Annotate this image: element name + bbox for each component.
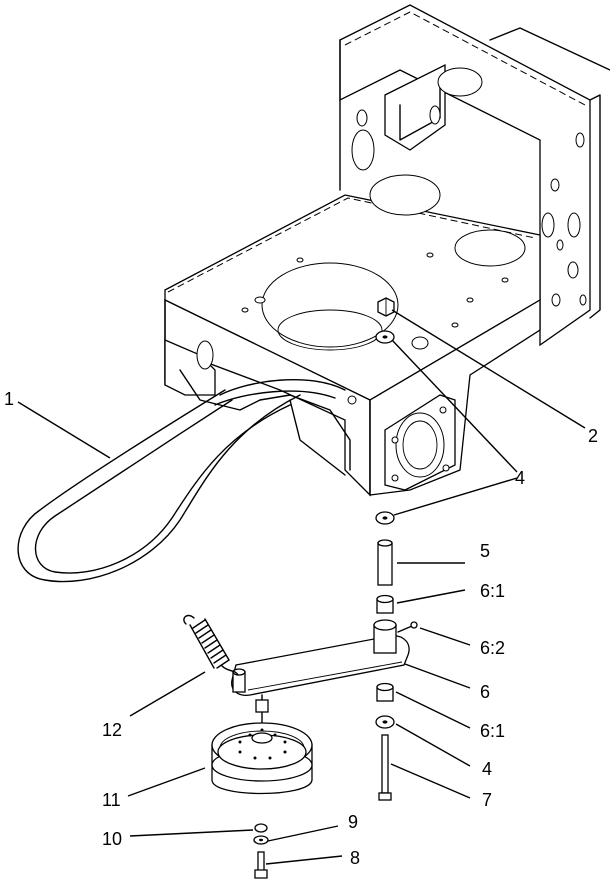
spacer-part-10 [254, 823, 268, 833]
pulley-hardware [253, 823, 269, 879]
callout-2: 2 [588, 426, 598, 446]
callout-12: 12 [102, 720, 122, 740]
bushing-part-6-1-lower [376, 682, 394, 702]
callout-6: 6 [480, 682, 490, 702]
callout-7: 7 [482, 790, 492, 810]
bolt-part-7 [378, 734, 392, 801]
idler-arm-part-6 [231, 619, 418, 696]
tension-spring-part-12 [183, 614, 239, 676]
bolt-part-8 [254, 851, 268, 879]
callout-9: 9 [348, 812, 358, 832]
callout-6-2: 6:2 [480, 638, 505, 658]
drive-belt [17, 378, 346, 583]
callout-11: 11 [102, 790, 121, 810]
leader-lines [17, 309, 586, 865]
nut-part-2 [377, 297, 395, 317]
spacer-part-5 [377, 539, 393, 586]
callout-4-lower: 4 [482, 759, 492, 779]
callout-1: 1 [4, 389, 14, 409]
callout-labels: 1 2 4 5 6:1 6:2 6 6:1 4 7 12 11 9 10 8 [4, 389, 598, 868]
callout-4-upper: 4 [515, 468, 525, 488]
callout-5: 5 [480, 541, 490, 561]
hardware-stack [231, 297, 418, 801]
bushing-part-6-1-upper [376, 594, 394, 614]
idler-pulley-part-11 [211, 694, 313, 795]
callout-6-1-lower: 6:1 [480, 721, 505, 741]
callout-10: 10 [102, 829, 122, 849]
callout-8: 8 [350, 848, 360, 868]
callout-6-1-upper: 6:1 [480, 581, 505, 601]
chassis-frame [164, 4, 610, 497]
grease-fitting-part-6-2 [397, 621, 418, 633]
